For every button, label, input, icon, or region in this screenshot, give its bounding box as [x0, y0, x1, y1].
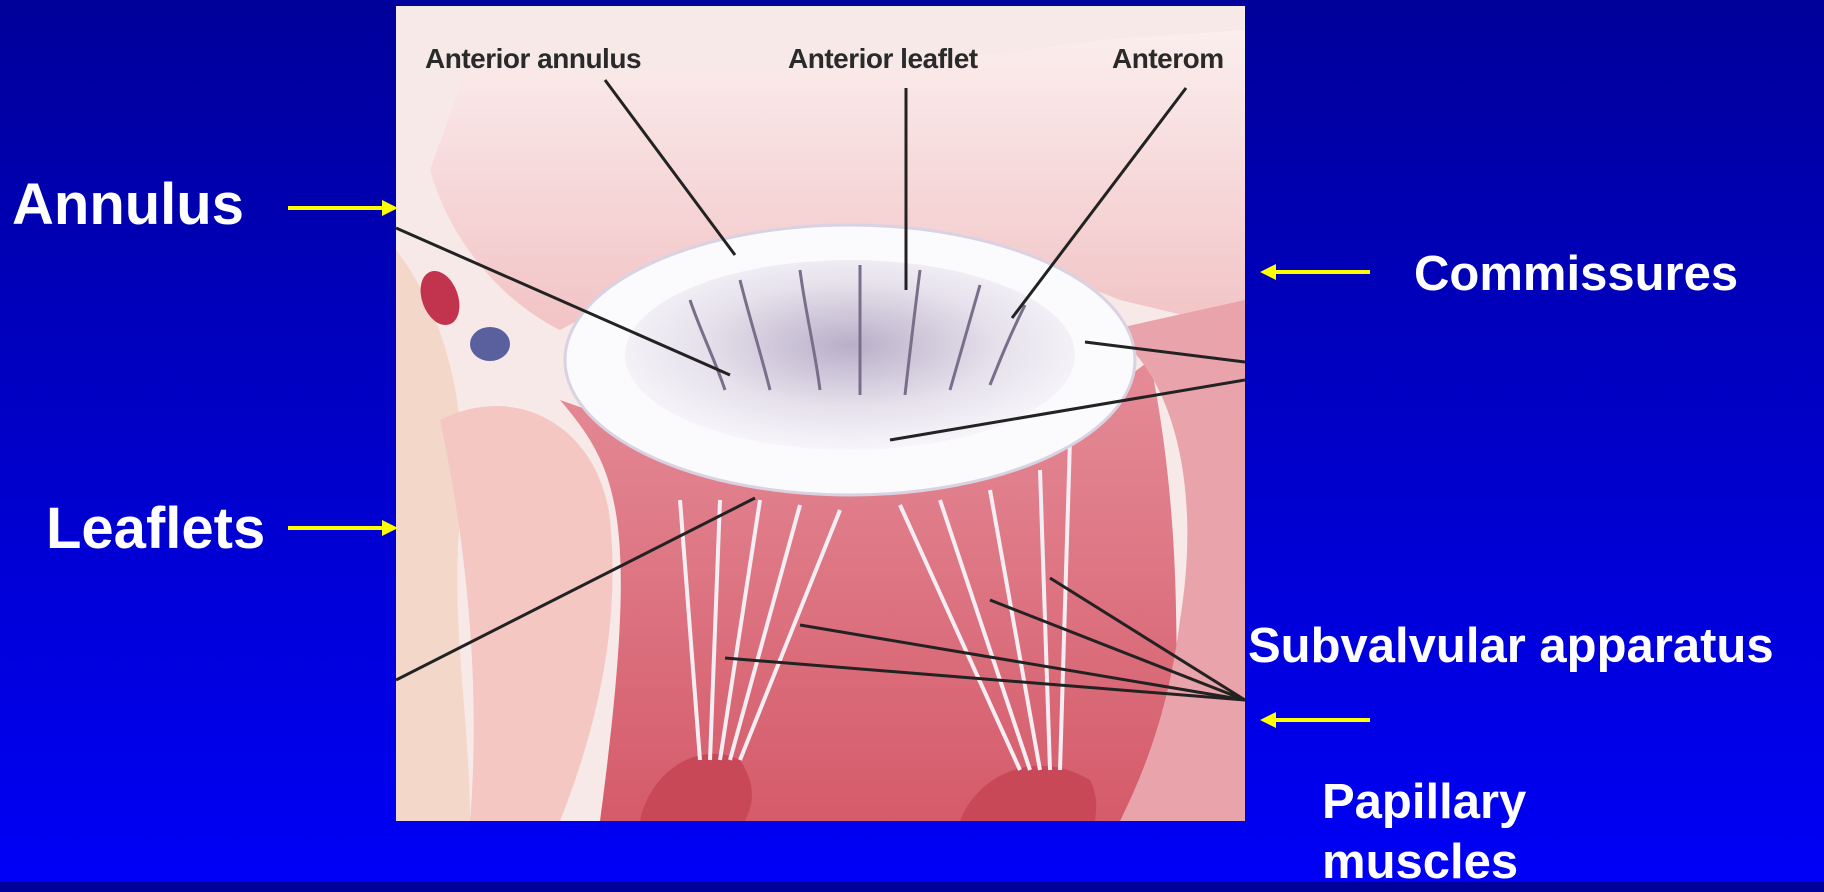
label-annulus: Annulus	[12, 176, 244, 234]
vessel-blue	[470, 327, 510, 361]
label-leaflets: Leaflets	[46, 500, 265, 558]
label-anterom: Anterom	[1112, 43, 1224, 74]
label-anterior-leaflet: Anterior leaflet	[788, 43, 978, 74]
label-commissures: Commissures	[1414, 250, 1738, 299]
arrow-commissures	[1260, 264, 1370, 280]
arrow-annulus	[288, 200, 398, 216]
label-papillary-line2: muscles	[1322, 832, 1622, 892]
arrow-subvalvular	[1260, 712, 1370, 728]
label-anterior-annulus: Anterior annulus	[425, 43, 641, 74]
label-papillary-muscles: Papillary muscles	[1322, 772, 1622, 892]
arrow-leaflets	[288, 520, 398, 536]
label-subvalvular-apparatus: Subvalvular apparatus	[1248, 622, 1774, 671]
label-papillary-line1: Papillary	[1322, 772, 1622, 832]
